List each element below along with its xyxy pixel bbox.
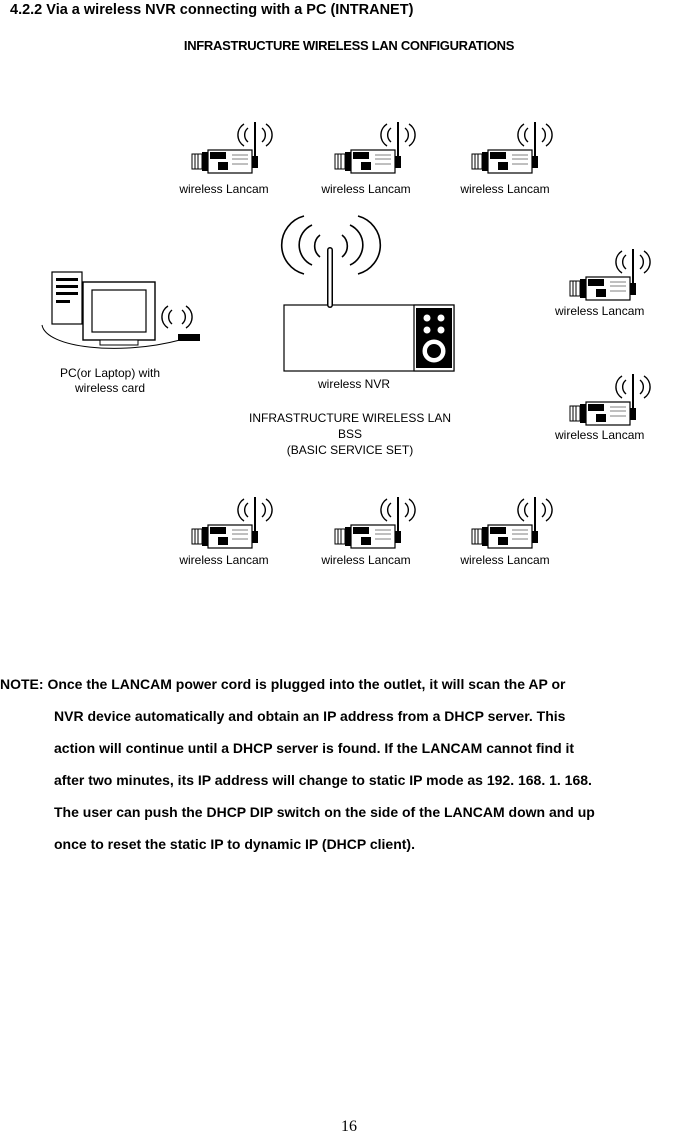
pc-label: PC(or Laptop) with wireless card bbox=[40, 366, 180, 396]
camera-icon bbox=[191, 121, 274, 174]
camera-label: wireless Lancam bbox=[460, 182, 550, 196]
camera-icon bbox=[334, 496, 417, 549]
pc-label-line: PC(or Laptop) with bbox=[59, 366, 161, 380]
page-number: 16 bbox=[341, 1118, 357, 1135]
camera-icon bbox=[569, 248, 652, 301]
section-heading: 4.2.2 Via a wireless NVR connecting with… bbox=[10, 2, 414, 18]
nvr-icon bbox=[280, 215, 455, 372]
note-line: after two minutes, its IP address will c… bbox=[54, 772, 592, 788]
computer-icon bbox=[41, 271, 200, 349]
nvr-label: wireless NVR bbox=[317, 377, 390, 391]
camera-icon bbox=[471, 121, 554, 174]
camera-label: wireless Lancam bbox=[179, 182, 269, 196]
camera-label: wireless Lancam bbox=[321, 553, 411, 567]
camera-label: wireless Lancam bbox=[321, 182, 411, 196]
bss-label: INFRASTRUCTURE WIRELESS LAN BSS (BASIC S… bbox=[200, 410, 500, 458]
bss-label-line: (BASIC SERVICE SET) bbox=[286, 443, 414, 457]
camera-icon bbox=[471, 496, 554, 549]
note-line: The user can push the DHCP DIP switch on… bbox=[54, 804, 595, 820]
camera-icon bbox=[569, 373, 652, 426]
camera-label: wireless Lancam bbox=[555, 304, 645, 318]
camera-label: wireless Lancam bbox=[460, 553, 550, 567]
note-line: action will continue until a DHCP server… bbox=[54, 740, 575, 756]
bss-label-line: BSS bbox=[337, 427, 362, 441]
diagram-title: INFRASTRUCTURE WIRELESS LAN CONFIGURATIO… bbox=[183, 38, 515, 53]
camera-label: wireless Lancam bbox=[555, 428, 645, 442]
pc-label-line: wireless card bbox=[74, 381, 146, 395]
bss-label-line: INFRASTRUCTURE WIRELESS LAN bbox=[248, 411, 452, 425]
note-line: NVR device automatically and obtain an I… bbox=[54, 708, 566, 724]
network-diagram bbox=[41, 121, 652, 549]
camera-icon bbox=[334, 121, 417, 174]
camera-label: wireless Lancam bbox=[179, 553, 269, 567]
note-line: once to reset the static IP to dynamic I… bbox=[54, 836, 415, 852]
note-line: NOTE: Once the LANCAM power cord is plug… bbox=[0, 676, 566, 692]
camera-icon bbox=[191, 496, 274, 549]
